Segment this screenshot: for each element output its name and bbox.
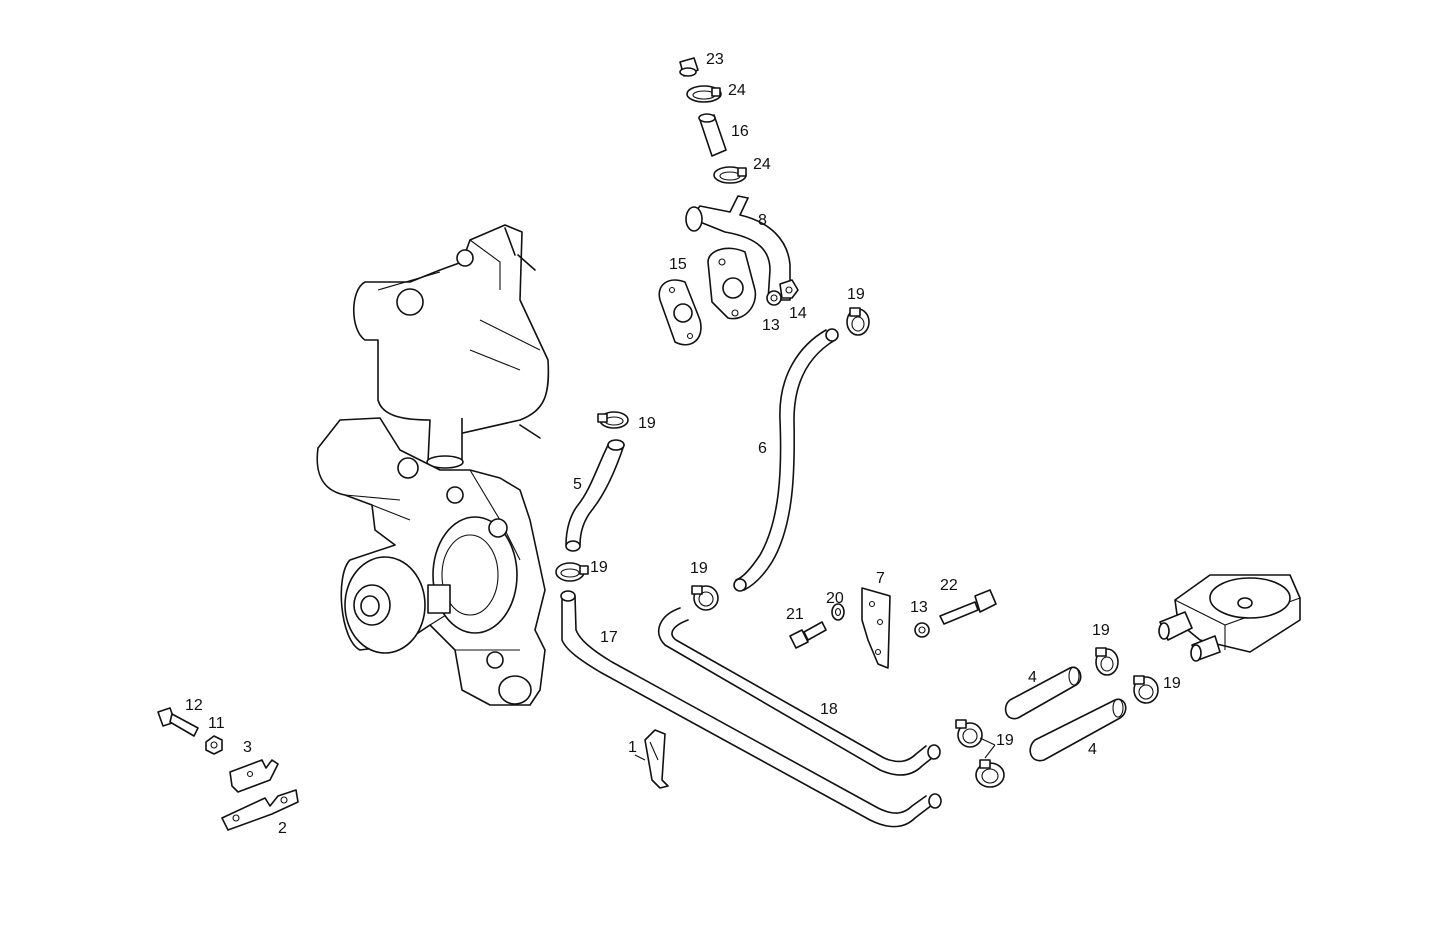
callout-17: 17 [600, 629, 618, 646]
part-14-nut [779, 279, 799, 299]
callout-14: 14 [789, 305, 807, 322]
part-19-clamp-a [846, 307, 870, 336]
part-23-cap [679, 57, 699, 77]
callout-19-e: 19 [1092, 622, 1110, 639]
callout-19-d: 19 [690, 560, 708, 577]
part-3-clip [229, 759, 279, 793]
part-8-elbow-pipe [685, 195, 791, 320]
part-13-washer-upper [766, 290, 782, 306]
part-5-hose [565, 439, 625, 552]
callout-12: 12 [185, 697, 203, 714]
part-2-clamp-plate [221, 789, 299, 831]
callout-19-b: 19 [638, 415, 656, 432]
part-12-bolt [157, 707, 199, 737]
callout-1: 1 [628, 739, 637, 756]
part-6-hose [733, 328, 839, 592]
callout-11: 11 [208, 715, 225, 732]
part-20-washer [831, 603, 845, 621]
callout-19-f: 19 [996, 732, 1014, 749]
part-24-clamp-lower [713, 166, 747, 184]
callout-24-lower: 24 [753, 156, 771, 173]
callout-7: 7 [876, 570, 885, 587]
part-18-hose [657, 607, 941, 776]
callout-19-g: 19 [1163, 675, 1181, 692]
callout-21: 21 [786, 606, 804, 623]
callout-5: 5 [573, 476, 582, 493]
callout-4-upper: 4 [1028, 669, 1037, 686]
part-19-clamp-b [597, 411, 629, 429]
part-19-clamp-f [975, 759, 1005, 788]
callout-13-upper: 13 [762, 317, 780, 334]
callout-2: 2 [278, 820, 287, 837]
part-19-clamp-g [1095, 647, 1119, 676]
part-4-hose-upper [1004, 666, 1082, 720]
part-13-washer-lower [914, 622, 930, 638]
part-19-clamp-c [555, 562, 589, 582]
callout-8: 8 [758, 212, 767, 229]
callout-20: 20 [826, 590, 844, 607]
callout-22: 22 [940, 577, 958, 594]
part-15-gasket [658, 279, 702, 346]
part-19-clamp-d [691, 585, 719, 611]
callout-15: 15 [669, 256, 687, 273]
callout-24-upper: 24 [728, 82, 746, 99]
callout-16: 16 [731, 123, 749, 140]
callout-6: 6 [758, 440, 767, 457]
oil-cooler-adapter [1158, 574, 1301, 662]
part-19-clamp-e [955, 719, 983, 748]
callout-13-lower: 13 [910, 599, 928, 616]
part-1-bracket [644, 729, 669, 789]
part-7-bracket [861, 587, 891, 669]
callout-4-lower: 4 [1088, 741, 1097, 758]
part-16-hose [698, 113, 727, 157]
callout-labels: 23 24 16 24 8 15 13 14 19 19 6 5 19 19 7… [185, 51, 1181, 837]
part-11-nut [205, 735, 223, 755]
part-19-clamp-h [1133, 675, 1159, 704]
callout-18: 18 [820, 701, 838, 718]
callout-23: 23 [706, 51, 724, 68]
callout-3: 3 [243, 739, 252, 756]
callout-19-a: 19 [847, 286, 865, 303]
part-22-bolt [939, 589, 997, 625]
part-4-hose-lower [1029, 698, 1127, 762]
leader-lines [634, 737, 996, 761]
callout-19-c: 19 [590, 559, 608, 576]
part-24-clamp-upper [686, 85, 722, 103]
pump-housing-assembly [316, 224, 550, 706]
part-17-hose [560, 590, 942, 828]
part-21-bolt [789, 621, 827, 649]
